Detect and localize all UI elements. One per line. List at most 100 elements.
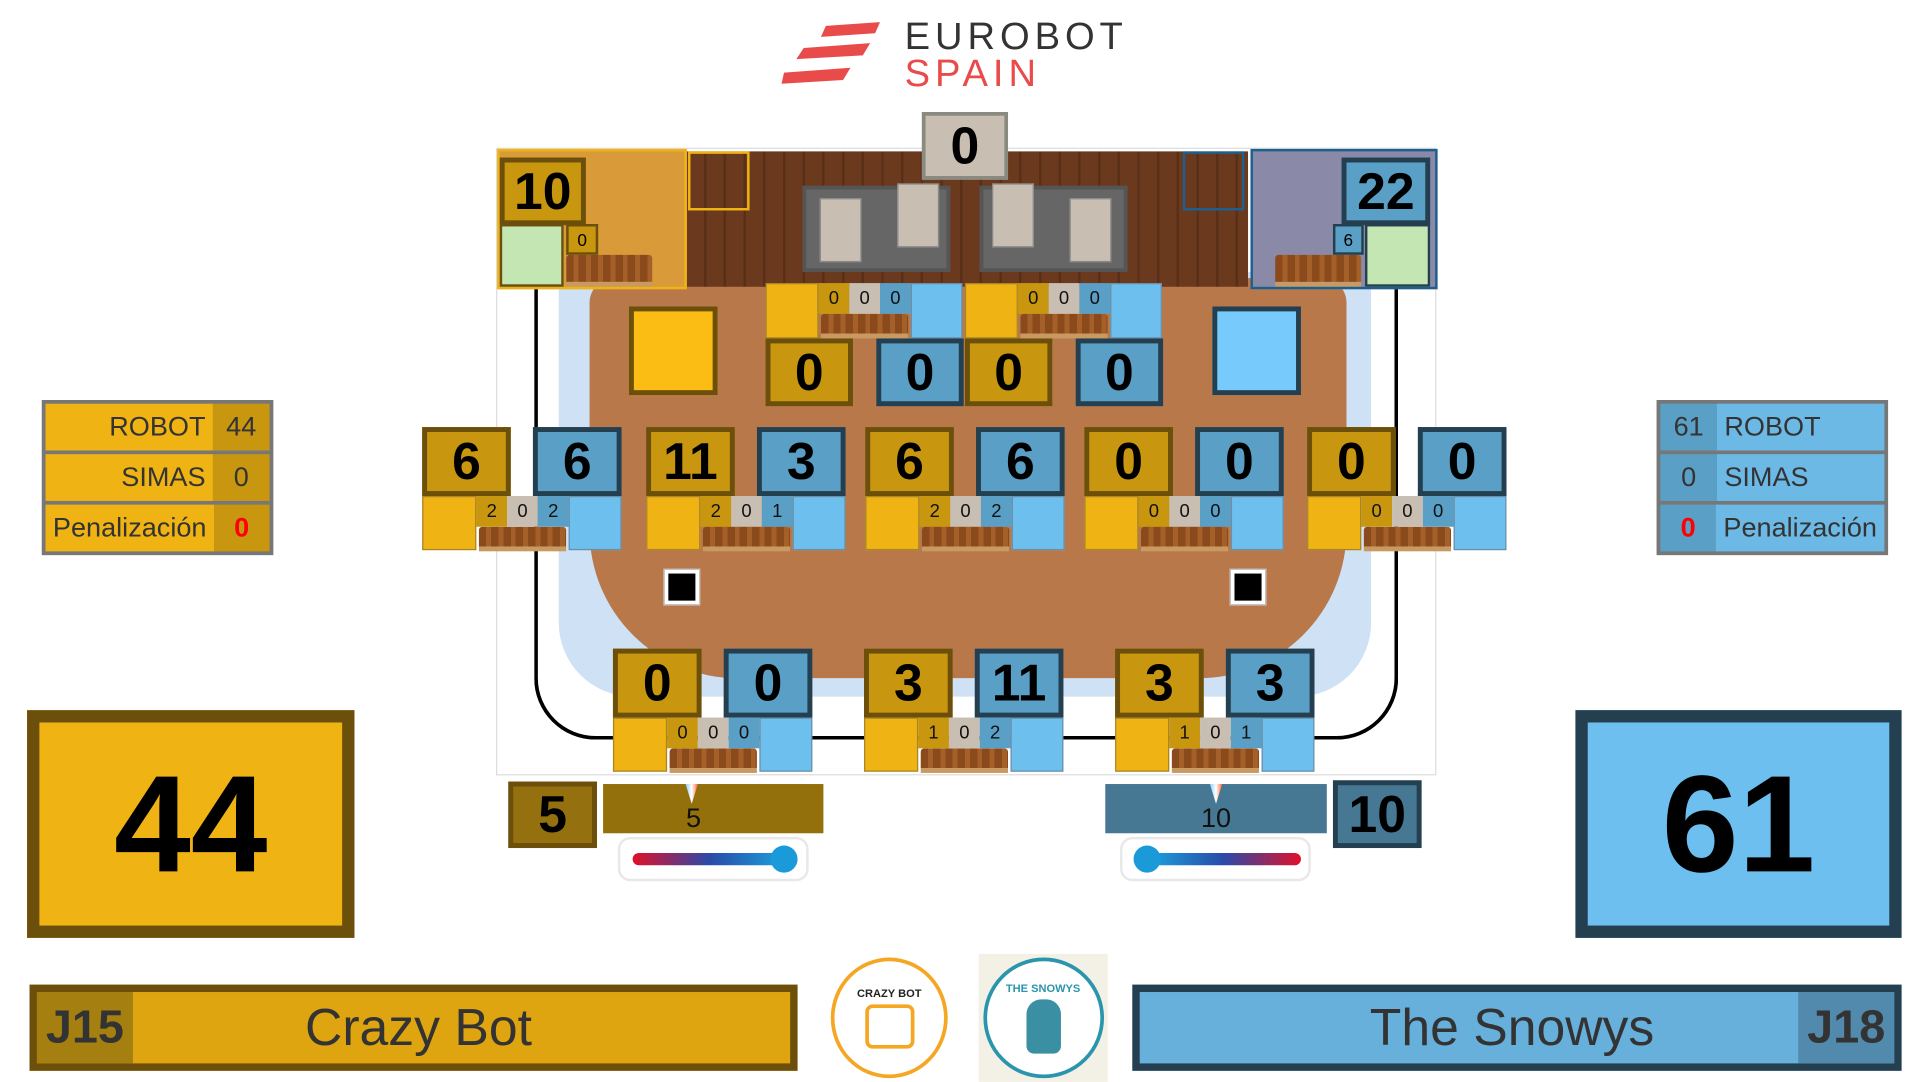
yellow-nest-icon [499, 224, 564, 287]
counter: 2 [919, 496, 951, 527]
crate-icon [566, 254, 653, 287]
robot-icon [1025, 999, 1061, 1054]
blue-slot [759, 717, 813, 772]
aruco-marker-icon [663, 568, 701, 606]
the-snowys-logo: THE SNOWYS [978, 953, 1108, 1082]
yellow-slot [1084, 496, 1139, 551]
blue-score: 0 [876, 338, 964, 407]
yellow-score: 11 [646, 427, 735, 497]
center-top-score: 0 [921, 112, 1009, 180]
counter: 0 [1361, 496, 1393, 527]
yellow-slot [765, 283, 819, 339]
thermo-pointer-icon [685, 784, 698, 804]
counter: 2 [537, 496, 569, 527]
blue-team-bar: The Snowys J18 [1132, 984, 1902, 1071]
yellow-slot [865, 496, 920, 551]
blue-thermo-score: 10 [1332, 780, 1422, 849]
yellow-team-bar: J15 Crazy Bot [29, 984, 798, 1071]
panel-value: 61 [1660, 403, 1717, 451]
thermo-pointer-icon [1209, 784, 1223, 804]
crate-icon [1275, 254, 1362, 287]
crate-icon [478, 526, 567, 552]
counter: 1 [918, 717, 949, 749]
yellow-nest-score: 10 [499, 157, 586, 226]
yellow-slot [964, 283, 1018, 339]
yellow-team-name: Crazy Bot [304, 998, 532, 1057]
panel-label: ROBOT [45, 403, 213, 451]
yellow-zone-marker [688, 151, 750, 211]
aruco-marker-icon [1229, 568, 1267, 606]
yellow-score: 0 [1084, 427, 1173, 497]
counter: 2 [476, 496, 508, 527]
yellow-slot [612, 717, 668, 772]
yellow-score: 0 [1307, 427, 1396, 497]
blue-slot [910, 283, 963, 339]
counter: 0 [1200, 717, 1231, 749]
counter: 0 [728, 717, 760, 749]
counter: 0 [1200, 496, 1231, 527]
blue-score: 0 [1417, 427, 1507, 497]
yellow-thermo-score: 5 [508, 781, 597, 849]
counter: 0 [507, 496, 538, 527]
thermometer-icon [617, 836, 809, 882]
panel-label: SIMAS [1716, 454, 1885, 501]
counter: 0 [1392, 496, 1423, 527]
counter: 0 [1138, 496, 1170, 527]
yellow-team-code: J15 [36, 992, 133, 1064]
blue-slot [568, 496, 622, 551]
penalty-value: 0 [1660, 504, 1717, 552]
yellow-slot [422, 496, 477, 551]
counter: 0 [697, 717, 729, 749]
counter: 0 [1079, 283, 1111, 314]
yellow-thermo-value: 5 [686, 802, 702, 834]
yellow-total-score: 44 [27, 710, 355, 938]
blue-slot [792, 496, 846, 551]
blue-team-code: J18 [1798, 992, 1895, 1064]
counter: 0 [948, 717, 980, 749]
crate-icon [1140, 526, 1229, 552]
yellow-thermo-bar: 5 [603, 784, 824, 834]
crate-icon [820, 313, 909, 339]
panel-label: Penalización [45, 504, 214, 552]
panel-value: 0 [1660, 454, 1717, 501]
counter: 0 [1169, 496, 1201, 527]
crazy-bot-logo-text: CRAZY BOT [857, 987, 922, 1000]
yellow-nest-small: 0 [566, 224, 599, 255]
panel-label: Penalización [1716, 504, 1885, 552]
blue-nest-small: 6 [1332, 224, 1364, 255]
counter: 0 [1422, 496, 1454, 527]
counter: 1 [1169, 717, 1201, 749]
crate-icon [1020, 313, 1108, 339]
counter: 0 [1017, 283, 1049, 314]
counter: 0 [731, 496, 762, 527]
counter: 0 [880, 283, 911, 314]
yellow-score: 6 [422, 427, 511, 497]
blue-slot [1011, 496, 1065, 551]
yellow-score: 6 [865, 427, 954, 497]
blue-score: 0 [723, 648, 813, 718]
yellow-score: 3 [864, 648, 953, 718]
blue-score: 6 [976, 427, 1065, 497]
crate-icon [1363, 526, 1452, 552]
blue-score: 3 [756, 427, 846, 497]
robot-face-icon [864, 1004, 914, 1049]
blue-thermo-bar: 10 [1105, 784, 1327, 834]
brand-line2: SPAIN [904, 51, 1041, 95]
blue-nest-icon [1364, 224, 1431, 287]
crate-icon [669, 748, 757, 773]
plank [1069, 198, 1112, 263]
